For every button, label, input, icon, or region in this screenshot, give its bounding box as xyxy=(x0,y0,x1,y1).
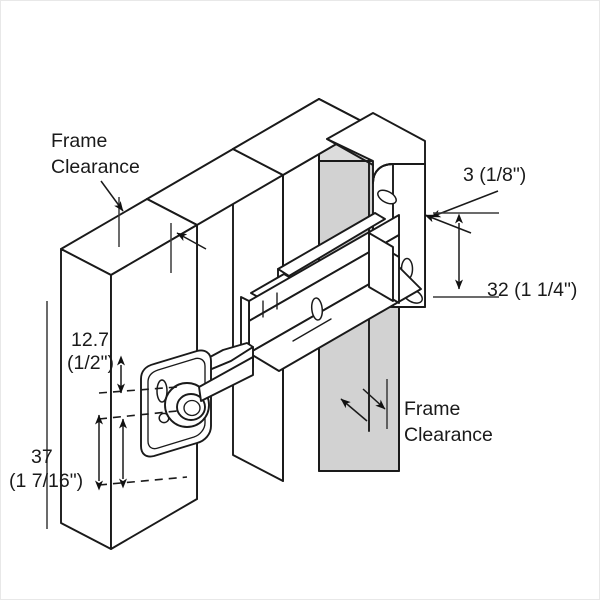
door-plate-link-bar xyxy=(198,356,254,402)
frame-stile-left-face xyxy=(60,248,112,550)
label-frame-clearance-top-line2: Clearance xyxy=(51,156,140,178)
diagram-labels: Frame Clearance Frame Clearance 3 (1/8")… xyxy=(9,130,577,492)
leader-frame-clearance-top-2 xyxy=(176,232,207,250)
hinge-arm-detail-3 xyxy=(292,318,332,342)
pivot-boss-mid xyxy=(176,393,206,421)
door-mounting-plate xyxy=(140,342,254,458)
label-frame-clearance-bottom-line1: Frame xyxy=(404,398,460,420)
label-dimension-37mm-line1: 37 xyxy=(31,446,53,468)
label-dimension-37mm-line2: (1 7/16") xyxy=(9,470,83,492)
frame-plate-corner-tl xyxy=(372,163,394,184)
dimension-lines xyxy=(46,180,499,529)
label-dimension-12-7mm-line1: 12.7 xyxy=(71,329,109,351)
pivot-boss-outer xyxy=(164,382,210,428)
dash-proj-37-bottom xyxy=(98,476,188,486)
frame-top-face-overlay xyxy=(232,98,370,176)
hinge-arm-slot xyxy=(310,297,324,321)
hinge-joint-block xyxy=(368,232,394,302)
door-plate-slot xyxy=(156,379,168,403)
pivot-boss-inner xyxy=(183,399,201,417)
label-dimension-32mm: 32 (1 1/4") xyxy=(487,279,577,301)
leader-frame-clearance-bottom-2 xyxy=(362,388,386,410)
frame-plate-slot-1 xyxy=(377,189,397,205)
leader-dim-3mm-2 xyxy=(424,214,472,234)
frame-plate-flange-edge xyxy=(326,138,374,166)
leader-frame-clearance-top xyxy=(100,180,124,212)
hinge-arm-assembly xyxy=(240,212,422,372)
leader-frame-clearance-bottom-1 xyxy=(340,398,368,422)
door-plate-inner-contour xyxy=(147,357,206,450)
label-frame-clearance-top-line1: Frame xyxy=(51,130,107,152)
label-frame-clearance-bottom-line2: Clearance xyxy=(404,424,493,446)
label-dimension-3mm: 3 (1/8") xyxy=(463,164,526,186)
label-dimension-12-7mm-line2: (1/2") xyxy=(67,352,114,374)
